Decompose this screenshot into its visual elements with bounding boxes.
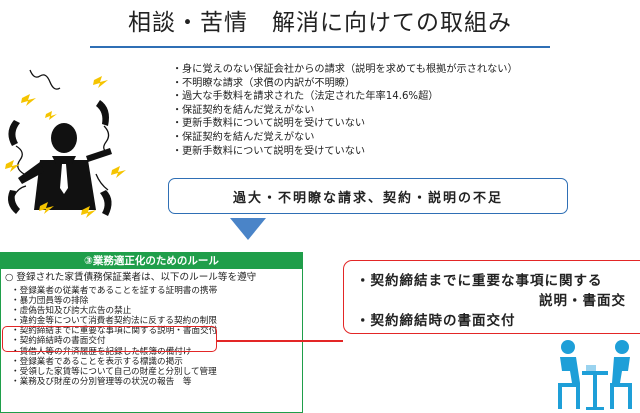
rule-item: ・受領した家賃等について自己の財産と分別して管理 (11, 366, 217, 377)
frustrated-person-phones-icon (5, 69, 126, 218)
summary-text: 過大・不明瞭な請求、契約・説明の不足 (232, 190, 503, 206)
meeting-people-icon (558, 340, 632, 410)
title-underline (90, 46, 550, 48)
down-arrow-icon (230, 218, 266, 240)
complaint-item: ・過大な手数料を請求された（法定された年率14.6%超） (172, 91, 439, 103)
complaint-item: ・保証契約を結んだ覚えがない (172, 104, 315, 116)
rule-item: ・契約締結までに重要な事項に関する説明・書面交付 (11, 326, 218, 337)
callout-line-1: ・契約締結までに重要な事項に関する (356, 273, 603, 289)
highlight-frame (2, 326, 217, 352)
page-title-area: 相談・苦情 解消に向けての取組み (90, 6, 550, 50)
highlight-callout: ・契約締結までに重要な事項に関する 説明・書面交 ・契約締結時の書面交付 (343, 260, 640, 334)
rule-item: ・業務及び財産の分別管理等の状況の報告 等 (11, 376, 192, 387)
highlight-connector (217, 340, 343, 342)
rule-item: ・違約金等について消費者契約法に反する契約の制限 (11, 316, 217, 327)
rule-item: ・暴力団員等の排除 (11, 296, 89, 307)
rule-item: ・登録業者の従業者であることを証する証明書の携帯 (11, 286, 218, 296)
page-title: 相談・苦情 解消に向けての取組み (128, 10, 512, 36)
complaint-item: ・保証契約を結んだ覚えがない (172, 131, 315, 143)
complaint-item: ・身に覚えのない保証会社からの請求（説明を求めても根拠が示されない） (172, 64, 518, 75)
rule-item: ・虚偽告知及び誇大広告の禁止 (11, 306, 132, 317)
complaint-list: ・身に覚えのない保証会社からの請求（説明を求めても根拠が示されない） ・不明瞭な… (172, 63, 622, 158)
callout-line-3: ・契約締結時の書面交付 (356, 313, 516, 329)
rules-intro: ○ 登録された家賃債務保証業者は、以下のルール等を遵守 (5, 272, 257, 283)
rules-header: ③業務適正化のためのルール (1, 253, 302, 269)
summary-box: 過大・不明瞭な請求、契約・説明の不足 (168, 178, 568, 214)
callout-line-2: 説明・書面交 (539, 293, 626, 309)
rule-item: ・登録業者であることを表示する標識の掲示 (11, 356, 183, 367)
rule-item: ・契約締結時の書面交付 (11, 336, 106, 347)
complaint-item: ・更新手数料について説明を受けていない (172, 118, 366, 130)
complaint-item: ・更新手数料について説明を受けていない (172, 145, 366, 157)
complaint-item: ・不明瞭な請求（求償の内訳が不明瞭） (172, 77, 356, 89)
